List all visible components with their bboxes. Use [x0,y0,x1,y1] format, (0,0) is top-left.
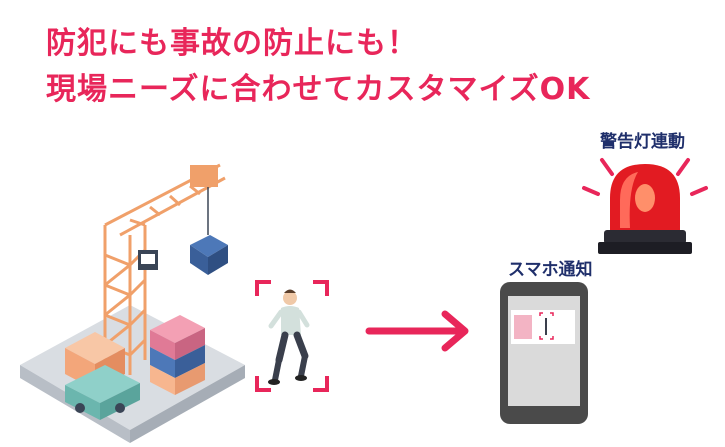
headline-line-1: 防犯にも事故の防止にも！ [46,26,418,61]
warning-light-label: 警告灯連動 [600,132,685,152]
flow-arrow [365,310,469,352]
construction-site-illustration [20,163,245,443]
warning-light-icon [582,158,708,254]
smartphone-icon [500,282,588,424]
detected-person-illustration [255,280,329,392]
smartphone-notification-label: スマホ通知 [508,260,593,280]
headline-line-2: 現場ニーズに合わせてカスタマイズOK [46,72,591,107]
